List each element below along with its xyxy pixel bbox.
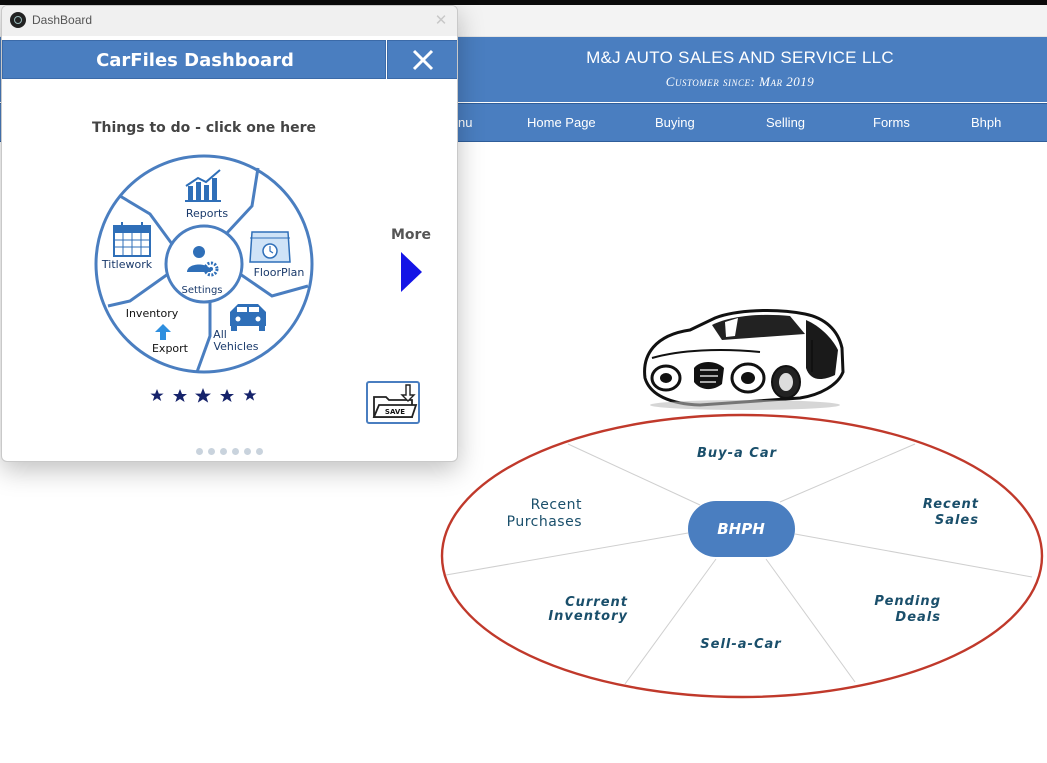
close-icon [412, 49, 434, 71]
nav-bhph[interactable]: Bhph [971, 115, 1002, 130]
dashboard-window: DashBoard ✕ CarFiles Dashboard Things to… [1, 5, 458, 462]
bhph-center-label: BHPH [717, 520, 765, 538]
star-icon [220, 389, 234, 402]
dashboard-title: CarFiles Dashboard [96, 50, 294, 71]
current-inventory-line1[interactable]: Current [565, 595, 628, 610]
nav-forms[interactable]: Forms [873, 115, 910, 130]
todo-heading: Things to do - click one here [91, 120, 317, 136]
recent-sales-line1[interactable]: Recent [923, 497, 979, 512]
window-title: DashBoard [32, 13, 93, 27]
titlework-label: Titlework [101, 258, 153, 271]
page-dot[interactable] [244, 448, 251, 455]
all-label: All [213, 328, 227, 341]
more-arrow-icon[interactable] [401, 252, 422, 292]
current-inventory-line2[interactable]: Inventory [548, 609, 628, 624]
settings-button[interactable]: Settings [181, 246, 223, 296]
diagram-dividers [445, 443, 1033, 685]
save-button[interactable]: SAVE [366, 381, 420, 424]
bhph-center-button[interactable] [688, 501, 795, 557]
recent-purchases-line1[interactable]: Recent [531, 497, 582, 513]
task-wheel: Reports Titlework [94, 154, 314, 374]
up-arrow-icon [155, 324, 171, 340]
star-icon [195, 388, 211, 403]
floorplan-button[interactable]: FloorPlan [249, 231, 305, 279]
dashboard-close-button[interactable] [387, 40, 457, 79]
star-icon [173, 389, 187, 402]
star-icon [150, 389, 164, 401]
inventory-label: Inventory [126, 307, 179, 320]
titlework-button[interactable]: Titlework [101, 222, 153, 271]
sell-a-car-link[interactable]: Sell-a-Car [700, 637, 782, 652]
rating-stars [150, 388, 257, 403]
calendar-icon [113, 222, 151, 257]
all-vehicles-button[interactable]: All Vehicles [213, 304, 266, 353]
recent-purchases-line2[interactable]: Purchases [507, 514, 582, 530]
app-logo-icon [10, 12, 26, 28]
page-dot[interactable] [220, 448, 227, 455]
nav-selling[interactable]: Selling [766, 115, 806, 130]
customer-since: Customer since: Mar 2019 [665, 74, 815, 89]
bar-chart-icon [185, 169, 221, 202]
nav-buying[interactable]: Buying [655, 115, 695, 130]
page-dot[interactable] [208, 448, 215, 455]
reports-button[interactable]: Reports [185, 169, 228, 220]
dashboard-header: CarFiles Dashboard [2, 40, 386, 79]
screen-top-edge [0, 0, 1047, 5]
inventory-export-button[interactable]: Inventory Export [126, 307, 189, 355]
company-name: M&J AUTO SALES AND SERVICE LLC [586, 48, 894, 67]
vehicles-label: Vehicles [213, 340, 258, 353]
floorplan-label: FloorPlan [254, 266, 305, 279]
folder-save-icon: SAVE [372, 384, 418, 418]
save-label: SAVE [385, 408, 405, 416]
user-gear-icon [187, 246, 219, 277]
car-illustration [643, 309, 845, 410]
page-dot[interactable] [196, 448, 203, 455]
window-titlebar[interactable]: DashBoard ✕ [2, 6, 457, 36]
pending-deals-line1[interactable]: Pending [874, 594, 941, 609]
star-icon [243, 389, 257, 401]
recent-sales-line2[interactable]: Sales [935, 513, 979, 528]
car-icon [230, 304, 266, 331]
nav-menu[interactable]: nu [458, 115, 473, 130]
pending-deals-line2[interactable]: Deals [895, 610, 941, 625]
reports-label: Reports [186, 207, 228, 220]
export-label: Export [152, 342, 189, 355]
page-dot[interactable] [256, 448, 263, 455]
nav-home-page[interactable]: Home Page [527, 115, 596, 130]
settings-label: Settings [181, 285, 222, 296]
more-label: More [391, 227, 431, 243]
window-close-button[interactable]: ✕ [434, 11, 448, 29]
page-indicator [196, 440, 268, 459]
buy-a-car-link[interactable]: Buy-a Car [697, 446, 778, 461]
inbox-clock-icon [249, 231, 291, 263]
page-dot[interactable] [232, 448, 239, 455]
